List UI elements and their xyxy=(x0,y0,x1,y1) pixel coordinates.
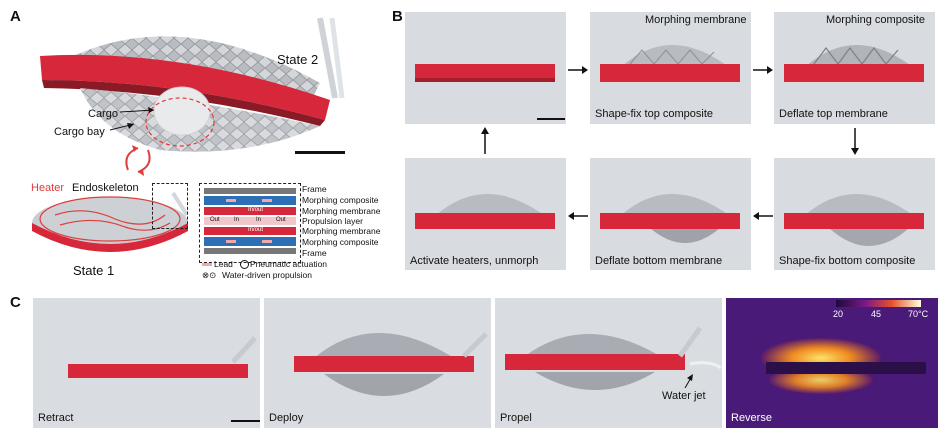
c-cap-propel: Propel xyxy=(500,412,532,424)
legend-lead: Lead xyxy=(214,259,233,269)
layer-membrane-bottom: In/out xyxy=(204,227,296,235)
pneumatic-icon xyxy=(240,260,249,269)
state1-robot-photo xyxy=(32,191,189,252)
legend-lead-swatch xyxy=(202,263,212,266)
c-thermal-reverse xyxy=(726,298,938,428)
layer-frame-bottom xyxy=(204,248,296,254)
b-cap-shape-fix-top: Shape-fix top composite xyxy=(595,108,714,120)
panel-letter-c: C xyxy=(10,294,21,311)
layer-label-1: Morphing composite xyxy=(302,195,379,205)
prop-out-left-label: Out xyxy=(210,217,220,223)
panel-letter-a: A xyxy=(10,8,21,25)
morphing-membrane-label: Morphing membrane xyxy=(645,14,747,26)
c-photo-deploy xyxy=(264,298,491,428)
c-photo-retract xyxy=(33,298,260,428)
prop-in-left-label: In xyxy=(234,217,240,223)
b-photo-shape-fix-top xyxy=(590,12,751,124)
arrow-left-2 xyxy=(568,212,588,220)
layer-frame-top xyxy=(204,188,296,194)
b-cap-deflate-top: Deflate top membrane xyxy=(779,108,888,120)
c-photo-propel xyxy=(495,298,722,428)
cargo-bay-label: Cargo bay xyxy=(54,126,105,138)
layer-propulsion: Out In In Out xyxy=(204,217,296,225)
cargo-pointer xyxy=(119,107,155,113)
b-cap-deflate-bottom: Deflate bottom membrane xyxy=(595,255,723,267)
water-jet-pointer xyxy=(684,374,693,389)
b-photo-shape-fix-bottom xyxy=(774,158,935,270)
b-photo-flat xyxy=(405,12,566,124)
cargo-bay-pointer xyxy=(109,123,135,131)
panel-letter-b: B xyxy=(392,8,403,25)
in-out-bottom-label: In/out xyxy=(248,227,264,233)
transition-arrows xyxy=(125,145,151,176)
endoskeleton-label: Endoskeleton xyxy=(72,182,139,194)
c-cap-deploy: Deploy xyxy=(269,412,304,424)
b-cap-unmorph: Activate heaters, unmorph xyxy=(410,255,539,267)
layer-label-3: Propulsion layer xyxy=(302,216,363,226)
prop-out-right-label: Out xyxy=(276,217,286,223)
arrow-right-2 xyxy=(753,66,773,74)
colorbar-tick-0: 20 xyxy=(833,309,844,319)
heater-label: Heater xyxy=(31,182,65,194)
morphing-composite-label: Morphing composite xyxy=(826,14,926,26)
cargo-label: Cargo xyxy=(88,108,118,120)
layer-membrane-top: In/out xyxy=(204,207,296,215)
b-photo-deflate-top xyxy=(774,12,935,124)
c-cap-retract: Retract xyxy=(38,412,74,424)
in-out-top-label: In/out xyxy=(248,207,264,213)
arrow-up xyxy=(481,127,489,154)
layer-composite-top xyxy=(204,196,296,205)
legend-pneumatic: Pneumatic actuation xyxy=(250,259,328,269)
water-jet-label: Water jet xyxy=(662,390,706,402)
detail-inset-box xyxy=(152,183,188,229)
layer-label-4: Morphing membrane xyxy=(302,226,381,236)
layer-diagram: In/out Out In In Out In/out xyxy=(199,183,301,263)
layer-label-5: Morphing composite xyxy=(302,237,379,247)
state1-label: State 1 xyxy=(73,263,115,278)
prop-in-right-label: In xyxy=(256,217,262,223)
water-propulsion-icon: ⊗⊙ xyxy=(202,270,217,280)
state2-label: State 2 xyxy=(277,52,319,67)
b-cap-shape-fix-bottom: Shape-fix bottom composite xyxy=(779,255,916,267)
layer-label-0: Frame xyxy=(302,184,327,194)
c-cap-reverse: Reverse xyxy=(731,412,772,424)
arrow-right-1 xyxy=(568,66,588,74)
layer-label-2: Morphing membrane xyxy=(302,206,381,216)
layer-composite-bottom xyxy=(204,237,296,246)
colorbar-tick-1: 45 xyxy=(871,309,882,319)
colorbar-tick-2: 70°C xyxy=(908,309,929,319)
layer-label-6: Frame xyxy=(302,248,327,258)
b-photo-unmorph xyxy=(405,158,566,270)
arrow-left-1 xyxy=(753,212,773,220)
arrow-down xyxy=(851,128,859,155)
b-photo-deflate-bottom xyxy=(590,158,751,270)
state2-robot-photo xyxy=(40,17,345,154)
legend-water: Water-driven propulsion xyxy=(222,270,312,280)
